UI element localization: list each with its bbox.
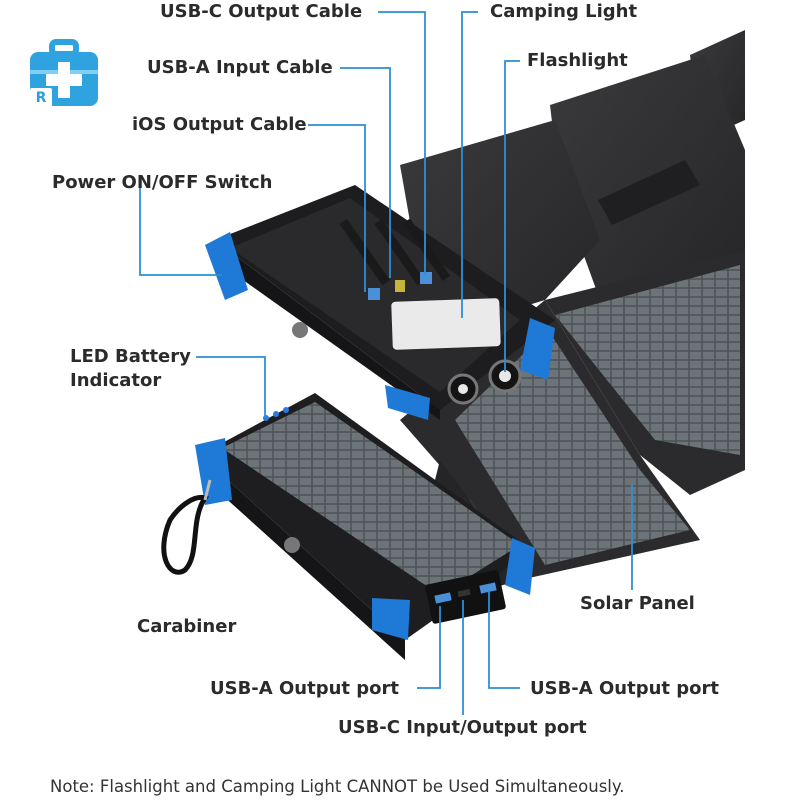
port-panel [425,570,506,624]
label-flashlight: Flashlight [527,50,628,71]
leader-lines [139,11,633,715]
label-solar-panel: Solar Panel [580,593,695,614]
carabiner-clip [161,479,212,575]
label-usb-a-output-port-left: USB-A Output port [210,678,399,699]
led-indicators [263,415,269,421]
label-carabiner: Carabiner [137,616,237,637]
usage-note: Note: Flashlight and Camping Light CANNO… [50,777,625,796]
label-usb-a-output-port-right: USB-A Output port [530,678,719,699]
label-led-battery-indicator-line2: Indicator [70,370,162,391]
label-power-switch: Power ON/OFF Switch [52,172,273,193]
label-usb-c-output-cable: USB-C Output Cable [160,1,363,22]
power-bank-front [195,393,535,660]
logo-badge: R [30,88,52,108]
label-usb-a-input-cable: USB-A Input Cable [147,57,333,78]
label-ios-output-cable: iOS Output Cable [132,114,307,135]
power-bank-back [205,185,555,420]
label-camping-light: Camping Light [490,1,638,22]
label-usb-c-io-port: USB-C Input/Output port [338,717,587,738]
label-led-battery-indicator: LED Battery [70,346,191,367]
embedded-cables [339,218,451,300]
camping-light-panel [391,298,501,350]
